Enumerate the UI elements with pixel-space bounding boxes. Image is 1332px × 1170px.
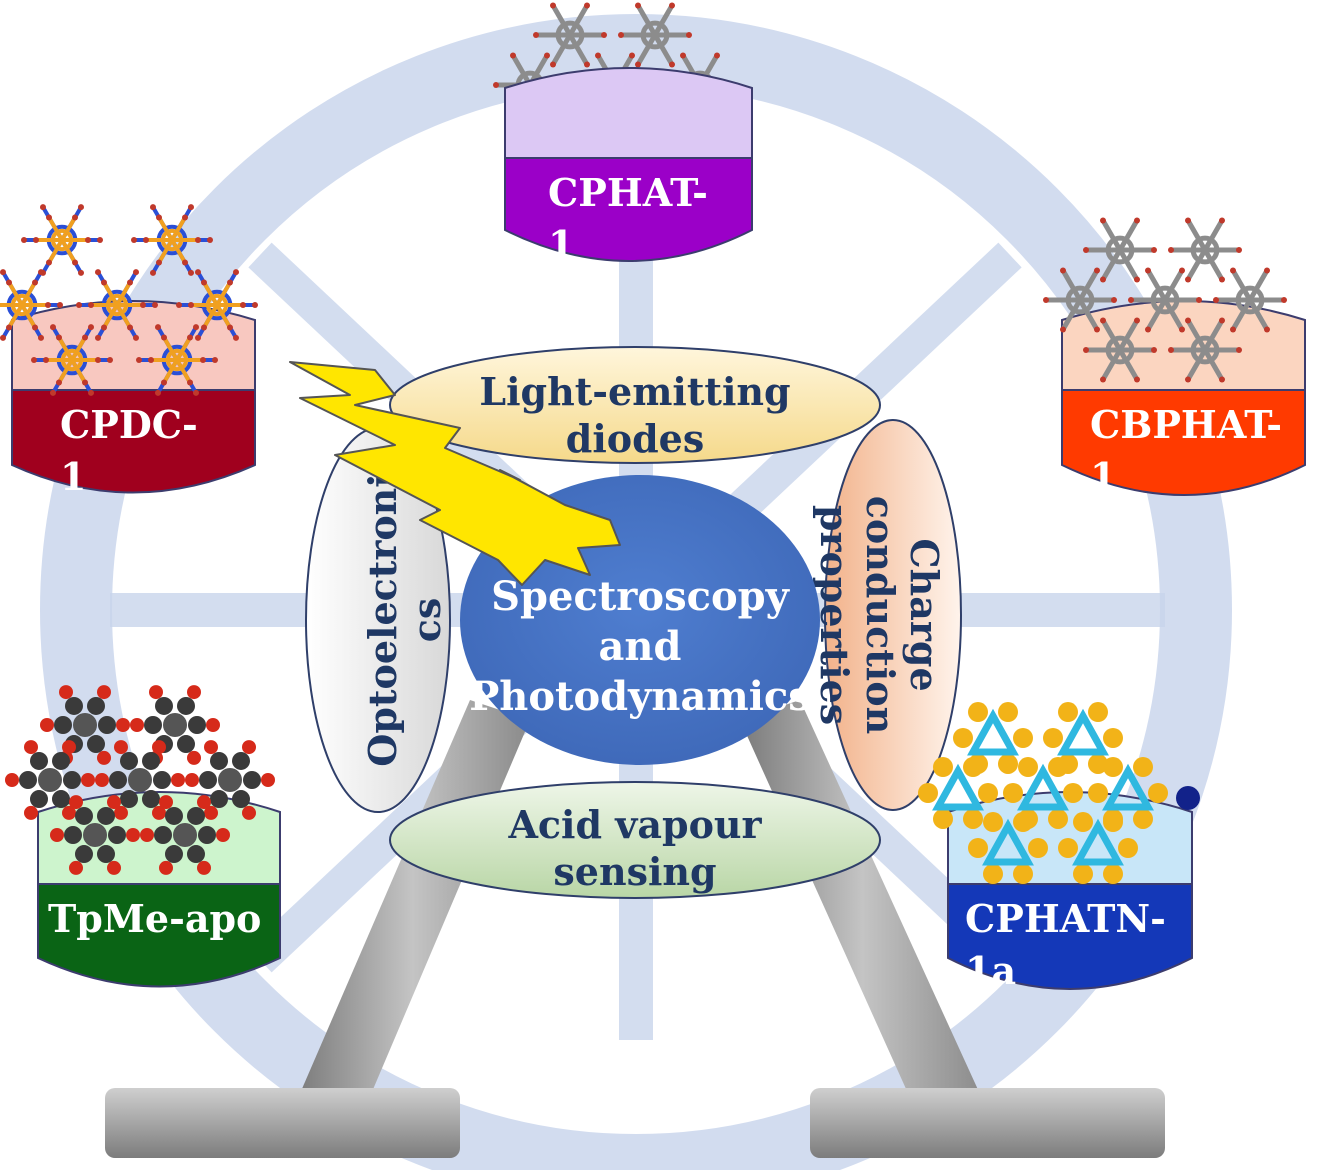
- wheel-rim: [40, 14, 1232, 1170]
- center-line-2: Photodynamics: [469, 673, 811, 720]
- app-top-line-1: diodes: [566, 416, 705, 461]
- cabin-cphat-line-0: CPHAT-: [548, 170, 708, 215]
- center-line-1: and: [599, 623, 682, 670]
- cabin-cbphat-line-0: CBPHAT-: [1090, 402, 1282, 447]
- spacefill-framework-dark-icon: [5, 685, 275, 875]
- application-charge-conduction: Charge conduction properties: [812, 419, 962, 811]
- application-light-emitting-diodes: Light-emitting diodes: [389, 346, 881, 464]
- cabin-cpdc-line-0: CPDC-: [60, 402, 198, 447]
- stand-base-right: [810, 1088, 1165, 1158]
- cabin-cpdc: CPDC- 1: [0, 204, 258, 499]
- cabin-cphatn-line-1: 1a: [965, 948, 1016, 993]
- app-top-line-0: Light-emitting: [479, 369, 790, 414]
- cabin-cphatn-line-0: CPHATN-: [965, 896, 1166, 941]
- triangular-framework-blue-orange-icon: [0, 204, 258, 396]
- stand-base-left: [105, 1088, 460, 1158]
- application-acid-vapour-sensing: Acid vapour sensing: [389, 781, 881, 899]
- lightning-bolt-icon: [289, 361, 621, 586]
- cabin-tpme-line-0: TpMe-apo: [48, 896, 261, 941]
- cabin-cphatn: CPHATN- 1a: [918, 702, 1200, 993]
- app-left-line-1: cs: [404, 598, 449, 643]
- application-optoelectronics: Optoelectroni cs: [305, 427, 451, 813]
- app-bottom-line-1: sensing: [553, 849, 716, 894]
- cabin-tpme: TpMe-apo: [5, 685, 281, 988]
- app-left-line-0: Optoelectroni: [360, 473, 405, 766]
- app-bottom-line-0: Acid vapour: [507, 802, 762, 847]
- central-hub: Spectroscopy and Photodynamics: [460, 475, 820, 765]
- center-line-0: Spectroscopy: [491, 573, 790, 620]
- cabin-cpdc-line-1: 1: [60, 454, 86, 499]
- cabin-cbphat-line-1: 1: [1090, 454, 1116, 499]
- spacefill-framework-yellow-cyan-icon: [918, 702, 1200, 884]
- cabin-cbphat: CBPHAT- 1: [1043, 217, 1306, 499]
- hexagonal-framework-gray-red-icon: [1043, 217, 1287, 383]
- app-right-line-1: conduction: [858, 496, 903, 734]
- cabin-cphat: CPHAT- 1: [493, 2, 753, 267]
- app-right-line-0: Charge: [902, 538, 947, 691]
- cabin-cphat-line-1: 1: [548, 222, 574, 267]
